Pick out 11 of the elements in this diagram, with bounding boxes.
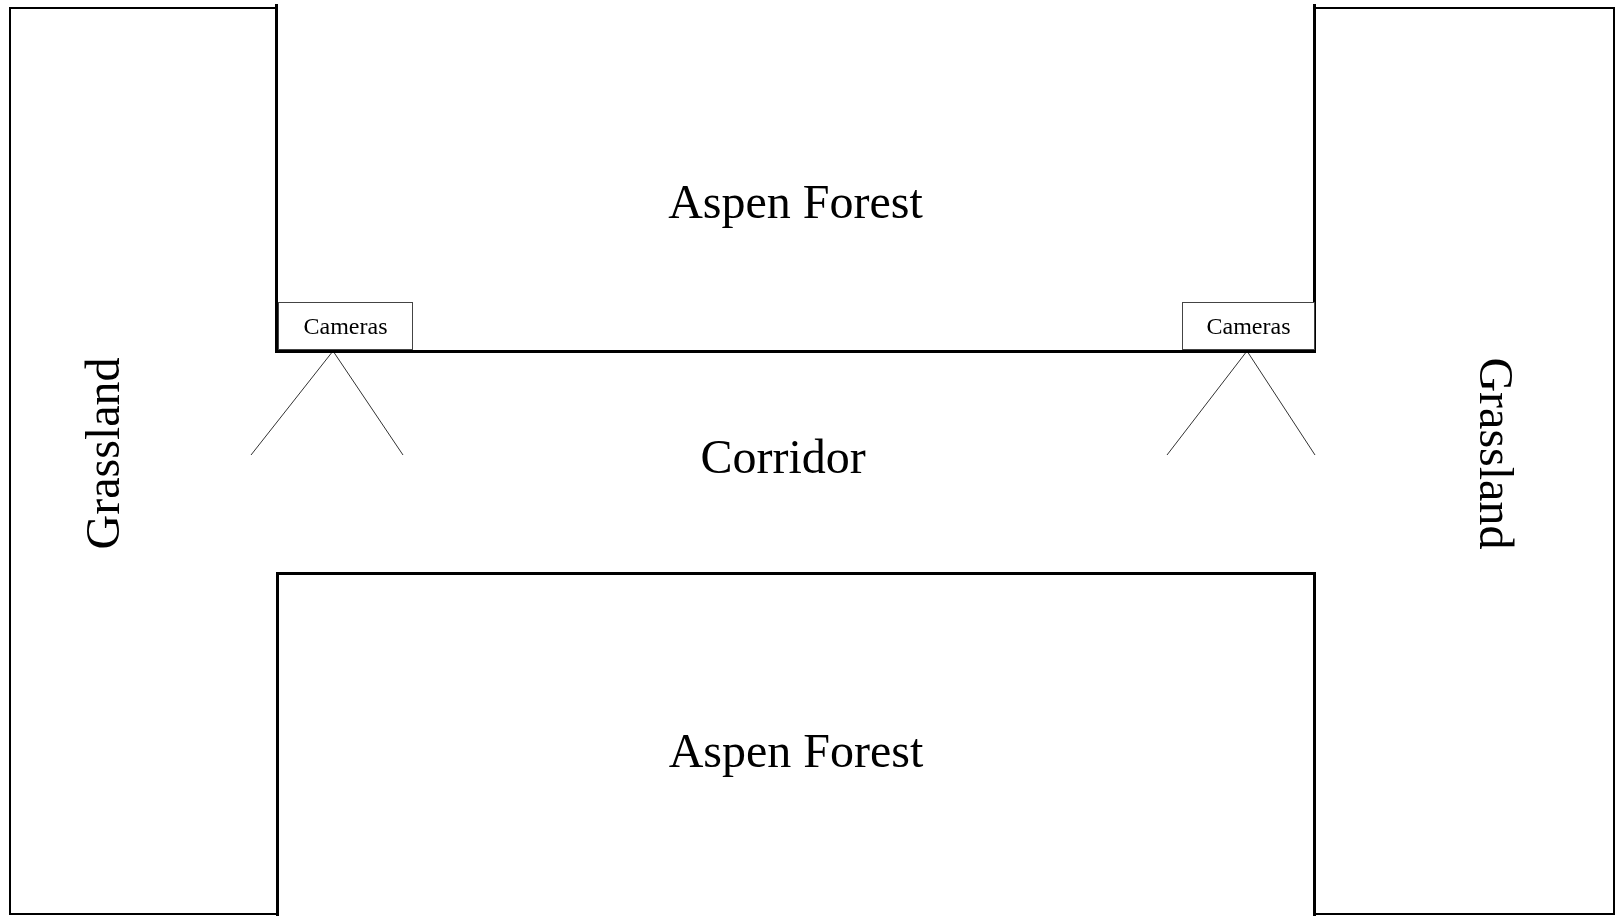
region-label: Grassland (76, 356, 130, 549)
forest-area (276, 572, 1316, 916)
camera-label: Cameras (1206, 312, 1291, 340)
region-label: Grassland (1469, 356, 1523, 549)
camera-box (278, 302, 413, 350)
camera-label: Cameras (303, 312, 388, 340)
area-label: Aspen Forest (667, 723, 925, 778)
forest-area (275, 4, 1316, 353)
region-label: Corridor (700, 430, 866, 484)
camera-box (1182, 302, 1315, 350)
area-label: Aspen Forest (667, 174, 924, 229)
